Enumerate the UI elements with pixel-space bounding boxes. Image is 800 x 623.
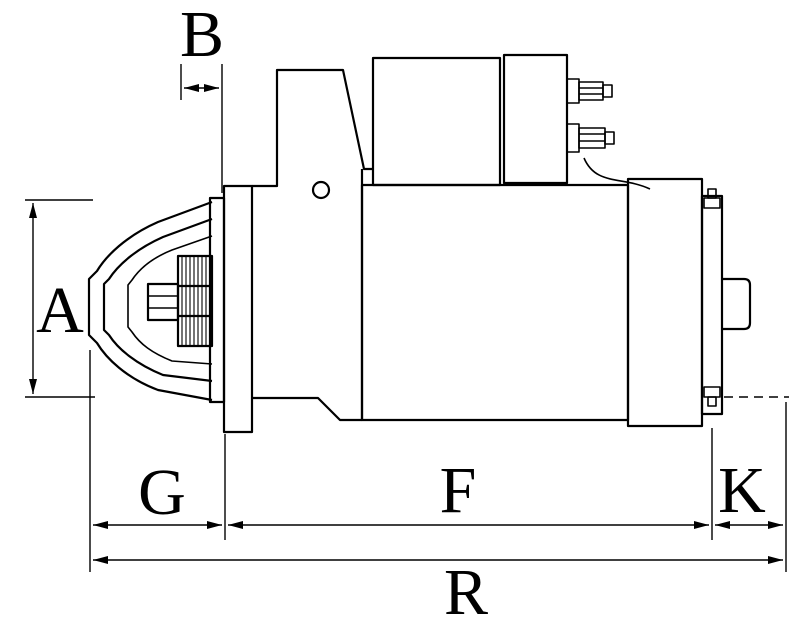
motor-yoke: [360, 183, 630, 422]
dim-label-k: K: [718, 454, 766, 527]
commutator-end-cap: [626, 177, 704, 428]
terminal-studs: [566, 78, 651, 190]
pinion-shaft: [146, 282, 180, 322]
end-cap: [626, 177, 789, 428]
flange-plate: [222, 184, 254, 434]
dim-label-b: B: [180, 0, 224, 71]
housing-outer-contour: [87, 200, 213, 402]
dim-a: [25, 199, 95, 398]
dim-label-r: R: [444, 556, 488, 623]
through-bolt-bottom-head: [707, 396, 717, 407]
dim-bottom-extensions: [89, 350, 787, 572]
end-band: [700, 194, 724, 416]
terminal-wire: [583, 157, 651, 190]
bracket-hole: [311, 180, 331, 200]
bracket-top-profile: [252, 68, 373, 188]
motor-body: [360, 183, 630, 422]
pinion-teeth: [176, 254, 214, 348]
starter-motor-outline: [87, 53, 789, 434]
through-bolt-top-head: [707, 188, 717, 199]
rear-boss: [722, 277, 752, 331]
terminal-tip-upper: [602, 84, 613, 98]
solenoid-end-cover: [502, 53, 569, 185]
terminal-stud-lower: [566, 123, 580, 153]
through-bolt-top: [703, 197, 721, 209]
dim-label-f: F: [440, 454, 477, 527]
solenoid: [371, 53, 569, 187]
housing-inner-contour: [127, 235, 213, 365]
through-bolt-bottom: [703, 386, 721, 398]
front-bracket: [252, 68, 373, 422]
drive-end-housing: [87, 200, 213, 402]
dim-b: [180, 64, 223, 193]
terminal-stud-upper: [566, 78, 580, 104]
dim-label-a: A: [36, 274, 84, 347]
terminal-nut-lower: [578, 127, 606, 149]
terminal-nut-upper: [578, 81, 604, 101]
dimension-lines: [25, 64, 787, 572]
terminal-tip-lower: [604, 131, 615, 145]
dim-label-g: G: [138, 456, 186, 529]
pinion-gear: [146, 254, 214, 348]
solenoid-main-can: [371, 56, 502, 187]
housing-mid-contour: [102, 217, 213, 383]
mounting-flange: [208, 184, 254, 434]
dimension-labels: B A G F K R: [36, 0, 766, 623]
bracket-bottom-profile: [252, 396, 362, 422]
